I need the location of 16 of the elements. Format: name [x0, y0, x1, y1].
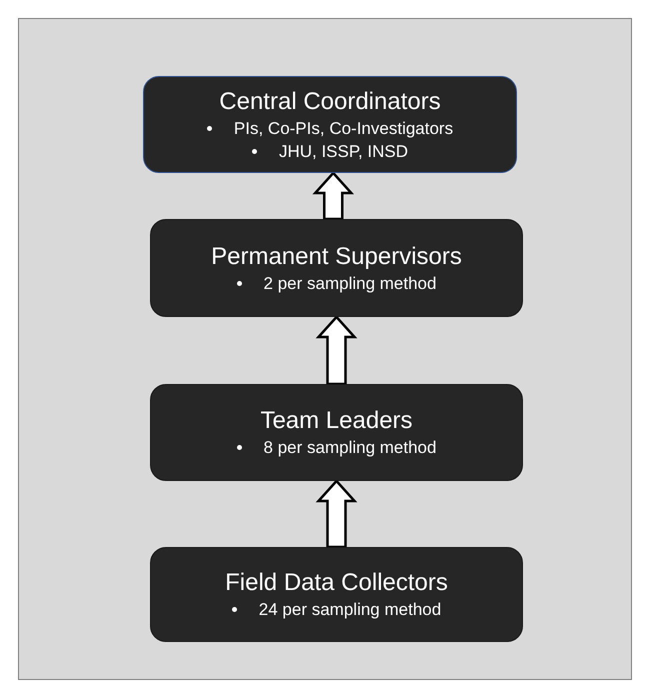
role-box	[150, 384, 523, 481]
role-box	[143, 76, 517, 173]
role-detail: 8 per sampling method	[264, 437, 436, 459]
role-title: Team Leaders	[260, 406, 413, 436]
block-arrow	[316, 315, 358, 386]
role-box	[150, 547, 523, 642]
block-arrow	[312, 171, 354, 220]
role-title: Field Data Collectors	[225, 568, 448, 598]
role-detail: PIs, Co-PIs, Co-Investigators	[234, 118, 454, 140]
role-title: Central Coordinators	[219, 86, 441, 116]
role-title: Permanent Supervisors	[211, 242, 462, 272]
block-arrow	[316, 479, 358, 548]
role-detail: 2 per sampling method	[264, 272, 436, 294]
role-box	[150, 219, 523, 317]
role-detail: 24 per sampling method	[258, 599, 442, 621]
role-detail: JHU, ISSP, INSD	[278, 140, 408, 162]
